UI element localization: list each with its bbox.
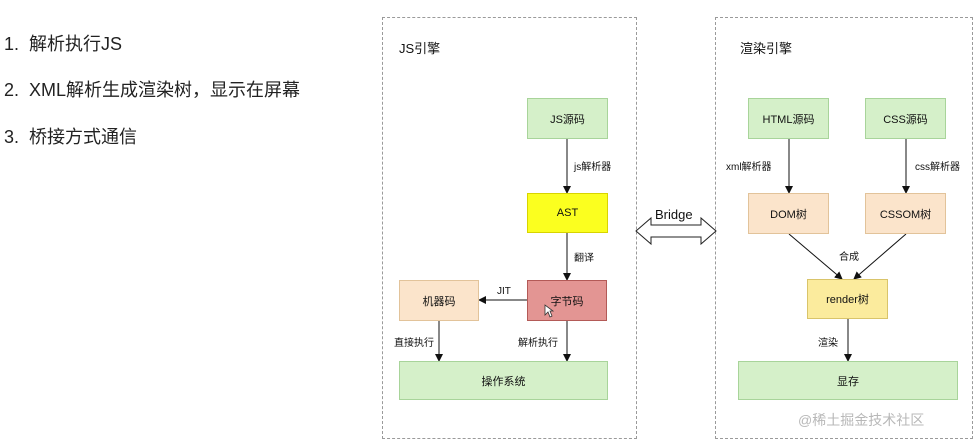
list-number: 2. — [4, 80, 20, 100]
node-machine-code: 机器码 — [399, 280, 479, 321]
mouse-cursor-icon — [544, 304, 554, 318]
render-engine-title: 渲染引擎 — [740, 41, 793, 56]
list-item: 2. XML解析生成渲染树，显示在屏幕 — [4, 76, 300, 102]
list-item: 1. 解析执行JS — [4, 30, 122, 56]
watermark: @稀土掘金技术社区 — [798, 412, 925, 428]
label-merge: 合成 — [839, 252, 859, 263]
js-engine-title: JS引擎 — [399, 41, 441, 56]
node-cssom-tree: CSSOM树 — [865, 193, 946, 234]
list-text: 解析执行JS — [29, 34, 123, 54]
arrow-dom-to-render — [788, 233, 843, 280]
node-html-source: HTML源码 — [748, 98, 829, 139]
node-dom-tree: DOM树 — [748, 193, 829, 234]
list-number: 1. — [4, 34, 20, 54]
label-interpret-exec: 解析执行 — [518, 338, 558, 349]
label-translate: 翻译 — [574, 253, 594, 264]
render-engine-panel — [715, 17, 973, 439]
label-render: 渲染 — [818, 338, 838, 349]
label-direct-exec: 直接执行 — [394, 338, 434, 349]
arrow-cssom-to-render — [853, 233, 907, 280]
label-css-parser: css解析器 — [915, 162, 960, 173]
js-engine-panel — [382, 17, 637, 439]
bridge-label: Bridge — [655, 207, 693, 222]
label-js-parser: js解析器 — [574, 162, 612, 173]
node-bytecode: 字节码 — [527, 280, 607, 321]
node-js-source: JS源码 — [527, 98, 608, 139]
node-operating-system: 操作系统 — [399, 361, 608, 400]
label-jit: JIT — [497, 286, 511, 297]
list-text: 桥接方式通信 — [29, 127, 138, 147]
node-css-source: CSS源码 — [865, 98, 946, 139]
list-number: 3. — [4, 127, 20, 147]
label-xml-parser: xml解析器 — [726, 162, 772, 173]
node-ast: AST — [527, 193, 608, 233]
node-display-memory: 显存 — [738, 361, 958, 400]
bridge-double-arrow-icon — [635, 216, 717, 246]
list-text: XML解析生成渲染树，显示在屏幕 — [29, 80, 301, 100]
list-item: 3. 桥接方式通信 — [4, 123, 137, 149]
node-render-tree: render树 — [807, 279, 888, 319]
